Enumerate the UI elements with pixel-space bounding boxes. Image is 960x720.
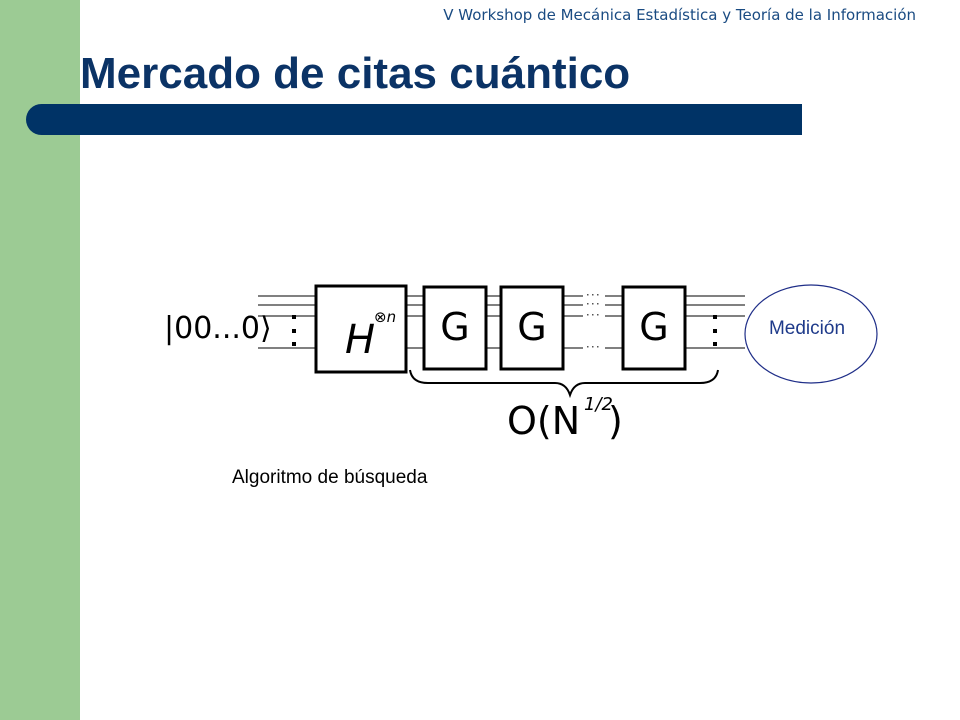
workshop-header: V Workshop de Mecánica Estadística y Teo…	[443, 6, 916, 24]
complexity-exponent: 1/2	[584, 394, 613, 415]
grover-gate-2: G	[499, 285, 565, 371]
grover-gate-3-label: G	[639, 305, 668, 349]
gate-ellipsis-dots	[587, 294, 599, 348]
grover-gate-1: G	[422, 285, 488, 371]
iteration-brace	[409, 369, 719, 399]
gate-ellipsis	[583, 292, 605, 354]
output-ellipsis	[713, 315, 717, 346]
complexity-label: O(N 1/2 )	[507, 394, 623, 443]
algorithm-caption: Algoritmo de búsqueda	[232, 467, 428, 488]
grover-gate-3: G	[621, 285, 687, 371]
grover-gate-1-label: G	[440, 305, 469, 349]
title-rule	[26, 104, 802, 135]
slide-title: Mercado de citas cuántico	[80, 49, 631, 98]
input-ket: |00...0⟩	[164, 311, 272, 346]
measurement-label: Medición	[769, 318, 845, 339]
measurement-node: Medición	[744, 284, 878, 384]
hadamard-superscript: ⊗n	[374, 308, 396, 326]
hadamard-gate: H ⊗n	[314, 284, 408, 374]
input-ellipsis	[292, 315, 296, 346]
complexity-main: O(N	[507, 399, 580, 443]
grover-gate-2-label: G	[517, 305, 546, 349]
complexity-close: )	[608, 399, 623, 443]
hadamard-label: H	[345, 317, 375, 363]
